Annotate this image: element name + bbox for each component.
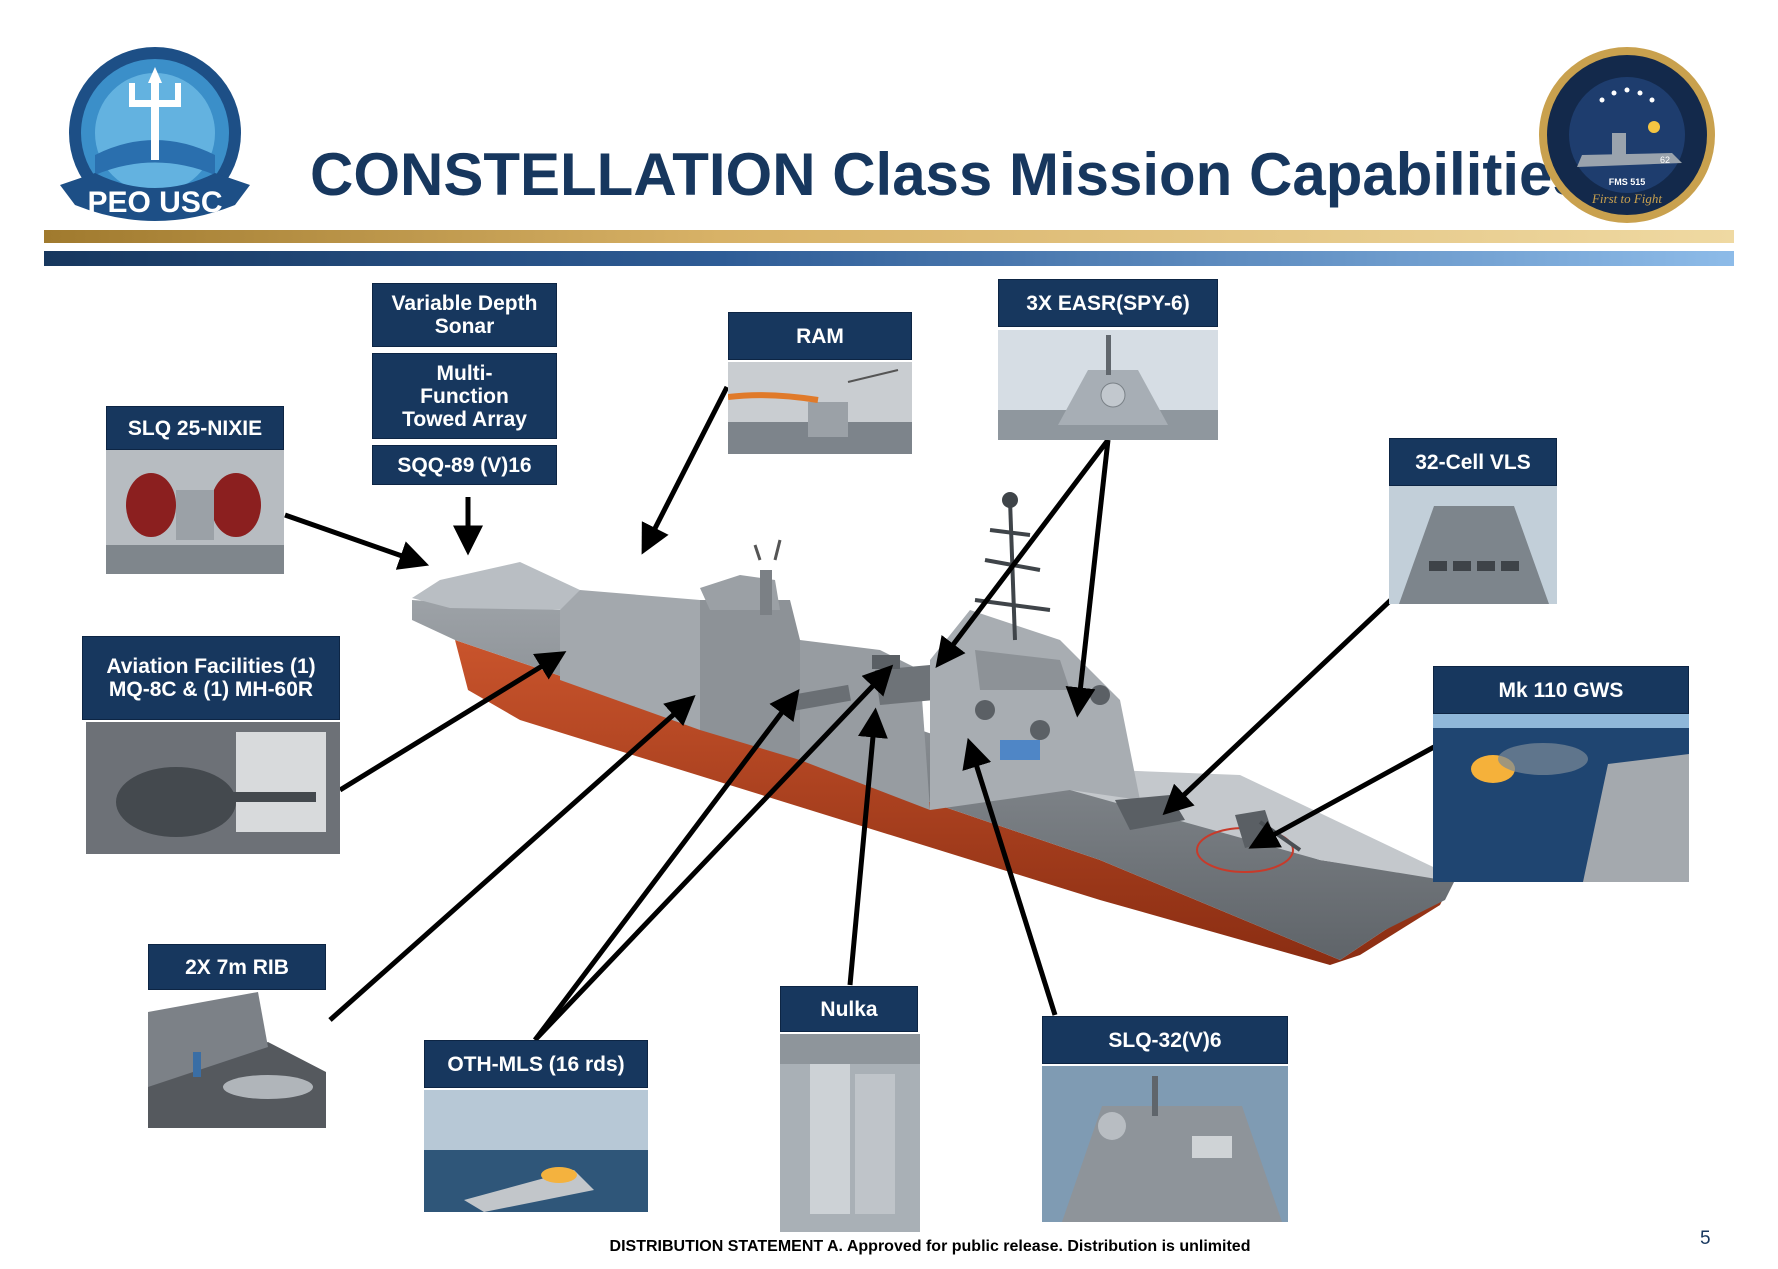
label-ram: RAM <box>728 312 912 360</box>
nixie-photo <box>106 450 284 574</box>
slq-32-photo <box>1042 1066 1288 1222</box>
header-gold-bar <box>44 230 1734 243</box>
trident-icon <box>129 67 181 160</box>
callout-arrows <box>284 385 1436 1042</box>
flight-deck <box>412 562 580 610</box>
label-slq-32: SLQ-32(V)6 <box>1042 1016 1288 1064</box>
label-oth-mls: OTH-MLS (16 rds) <box>424 1040 648 1088</box>
easr-photo <box>998 330 1218 440</box>
oth-mls-photo <box>424 1090 648 1212</box>
gws-photo <box>1433 714 1689 882</box>
vls-photo <box>1389 486 1557 604</box>
page-number: 5 <box>1700 1228 1711 1249</box>
constellation-class-frigate-seal: 62 FMS 515 First to Fight <box>1532 45 1722 225</box>
label-slq-25-nixie: SLQ 25-NIXIE <box>106 406 284 450</box>
label-variable-depth-sonar: Variable Depth Sonar <box>372 283 557 347</box>
aviation-photo <box>86 722 340 854</box>
svg-text:First to Fight: First to Fight <box>1591 191 1662 206</box>
distribution-statement: DISTRIBUTION STATEMENT A. Approved for p… <box>609 1238 1251 1255</box>
star-icon <box>1599 87 1655 103</box>
ram-photo <box>728 362 912 454</box>
rib-photo <box>148 992 326 1128</box>
label-multi-function-towed-array: Multi-Function Towed Array <box>372 353 557 439</box>
peo-usc-logo: PEO USC <box>55 45 255 230</box>
label-aviation-facilities: Aviation Facilities (1) MQ-8C & (1) MH-6… <box>82 636 340 720</box>
nulka-photo <box>780 1034 920 1232</box>
label-sqq-89: SQQ-89 (V)16 <box>372 445 557 485</box>
label-2x-7m-rib: 2X 7m RIB <box>148 944 326 990</box>
label-32-cell-vls: 32-Cell VLS <box>1389 438 1557 486</box>
svg-text:FMS 515: FMS 515 <box>1609 177 1646 187</box>
header-blue-bar <box>44 251 1734 266</box>
label-mk-110-gws: Mk 110 GWS <box>1433 666 1689 714</box>
hangar <box>560 590 700 730</box>
label-easr-spy6: 3X EASR(SPY-6) <box>998 279 1218 327</box>
label-nulka: Nulka <box>780 986 918 1032</box>
svg-text:PEO USC: PEO USC <box>87 186 222 219</box>
page-title: CONSTELLATION Class Mission Capabilities <box>310 141 1586 208</box>
forward-superstructure <box>930 610 1140 810</box>
svg-text:62: 62 <box>1660 155 1670 165</box>
